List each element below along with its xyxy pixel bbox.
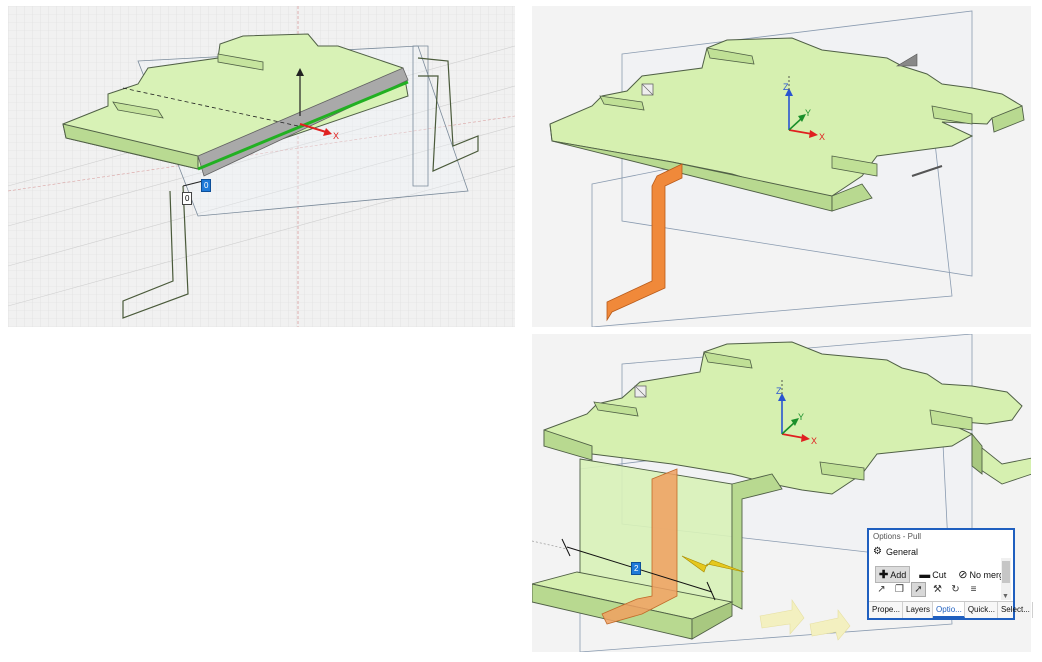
tab-layers[interactable]: Layers: [903, 602, 934, 618]
no-symbol-icon: ⊘: [958, 569, 968, 581]
cut-label: Cut: [932, 569, 947, 580]
measure-icon[interactable]: ≡: [970, 584, 977, 595]
revolve-icon[interactable]: ↻: [951, 584, 960, 595]
x-axis-label: X: [811, 436, 818, 446]
viewport-bottom-right-canvas: [532, 334, 1031, 652]
y-axis-label: Y: [805, 108, 812, 118]
add-button[interactable]: ✚ Add: [875, 566, 911, 583]
z-axis-label: Z: [776, 386, 782, 396]
dimension-input[interactable]: 0: [182, 192, 193, 205]
tab-options[interactable]: Optio...: [933, 602, 965, 618]
general-label: General: [885, 546, 918, 557]
gear-icon: ⚙: [873, 546, 882, 557]
x-axis-label: X: [333, 131, 340, 141]
options-pull-panel: Options - Pull ⚙ General ✚ Add ▬ Cut ⊘ N…: [867, 528, 1033, 620]
pull-both-icon[interactable]: ↗: [877, 584, 886, 595]
orange-profile: [601, 468, 678, 625]
cut-button[interactable]: ▬ Cut: [916, 568, 949, 582]
viewport-top-left[interactable]: X 0 0: [8, 6, 515, 327]
no-merge-button[interactable]: ⊘ No merge: [955, 567, 1012, 582]
pull-tools-row: ↗ ❐ ➚ ⚒ ↻ ≡: [875, 582, 980, 597]
viewport-top-left-canvas: [8, 6, 515, 327]
z-axis-label: Z: [783, 82, 789, 92]
plus-icon: ✚: [879, 569, 889, 581]
viewport-top-right-canvas: [549, 10, 1025, 327]
copy-edge-icon[interactable]: ❐: [895, 584, 904, 595]
general-section[interactable]: ⚙ General: [873, 546, 918, 557]
scrollbar-thumb[interactable]: [1002, 561, 1010, 583]
add-label: Add: [890, 569, 907, 580]
tab-quick[interactable]: Quick...: [965, 602, 998, 618]
chevron-down-icon[interactable]: ▼: [1002, 593, 1009, 600]
selected-face: [197, 67, 409, 177]
no-merge-label: No merge: [969, 569, 1009, 580]
tab-selection[interactable]: Select...: [998, 602, 1033, 618]
panel-scrollbar[interactable]: ▼: [1001, 558, 1011, 600]
viewport-bottom-right[interactable]: X Y Z 2: [532, 334, 1031, 652]
y-axis-label: Y: [798, 412, 805, 422]
pull-mode-row: ✚ Add ▬ Cut ⊘ No merge: [875, 566, 1012, 583]
panel-tabs: Prope... Layers Optio... Quick... Select…: [869, 601, 1033, 618]
viewport-top-right[interactable]: X Y Z: [532, 6, 1031, 327]
tab-properties[interactable]: Prope...: [869, 602, 904, 618]
dimension-input-active[interactable]: 0: [201, 179, 212, 192]
minus-icon: ▬: [919, 568, 931, 581]
ruler-icon[interactable]: ⚒: [933, 584, 942, 595]
dimension-input[interactable]: 2: [631, 562, 642, 575]
panel-title: Options - Pull: [873, 532, 922, 541]
x-axis-label: X: [819, 132, 826, 142]
orange-profile: [606, 163, 683, 322]
pull-direction-icon[interactable]: ➚: [911, 582, 926, 597]
